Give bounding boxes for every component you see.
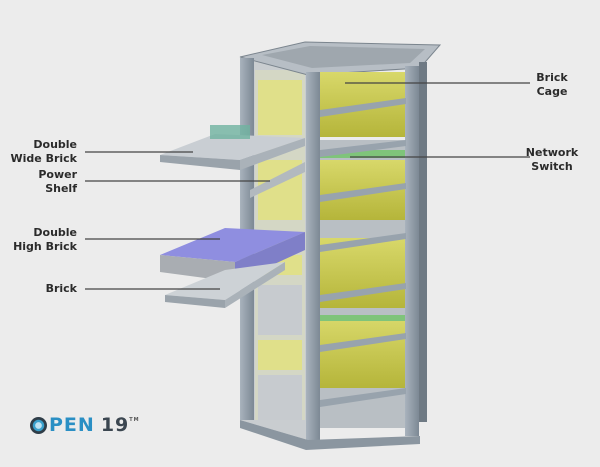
network-switch-module — [320, 150, 406, 158]
rack-body — [160, 41, 442, 450]
rack-crossbars — [320, 98, 406, 407]
open19-logo: PEN 19 TM — [30, 414, 140, 436]
rack-post — [306, 72, 320, 442]
rack-post — [405, 66, 419, 436]
logo-o-icon — [30, 416, 47, 434]
double-wide-brick — [160, 125, 305, 170]
label-network-switch: Network Switch — [525, 146, 579, 173]
label-double-high-brick: Double High Brick — [13, 226, 77, 253]
label-power-shelf: Power Shelf — [38, 168, 77, 195]
logo-trademark: TM — [129, 417, 140, 423]
brick — [165, 262, 285, 308]
power-shelf — [250, 162, 305, 198]
logo-number: 19 — [100, 414, 130, 436]
label-brick: Brick — [45, 282, 77, 295]
leader-lines — [85, 82, 530, 290]
logo-pen: PEN — [49, 414, 95, 436]
label-double-wide-brick: Double Wide Brick — [10, 138, 77, 165]
label-brick-cage: Brick Cage — [536, 71, 568, 98]
